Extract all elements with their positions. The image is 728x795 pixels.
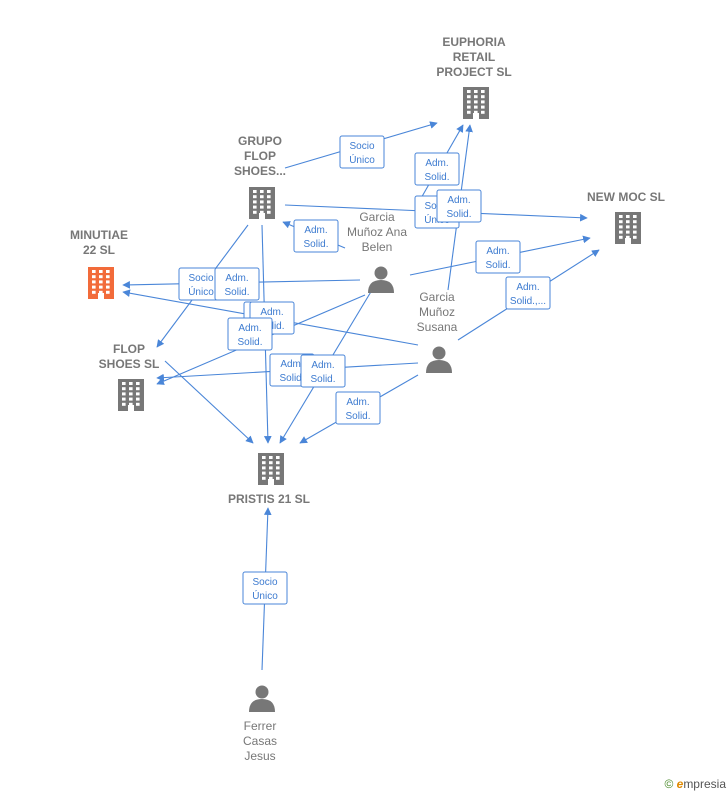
node-label: FLOP — [113, 342, 145, 356]
relation-label-text: Socio — [349, 141, 374, 152]
copyright-icon: © — [664, 777, 674, 791]
relation-label[interactable]: Adm. Solid. — [436, 189, 482, 223]
node-label: SHOES... — [234, 164, 286, 178]
node-label: EUPHORIA — [442, 35, 506, 49]
relation-label-box — [227, 317, 273, 351]
node-grupo[interactable]: GRUPOFLOPSHOES... — [234, 134, 286, 219]
relation-label-text: Solid. — [424, 172, 449, 183]
relation-label-box — [505, 276, 551, 310]
relation-label[interactable]: Adm. Solid. — [293, 219, 339, 253]
relation-label-box — [436, 189, 482, 223]
node-label: NEW MOC SL — [587, 190, 665, 204]
relation-label-text: Único — [349, 153, 375, 166]
relation-label[interactable]: Adm. Solid. — [414, 152, 460, 186]
relation-label-text: Solid. — [303, 239, 328, 250]
relation-label-text: Adm. — [311, 360, 334, 371]
relation-label-box — [242, 571, 288, 605]
node-label: 22 SL — [83, 243, 115, 257]
node-label: Jesus — [244, 749, 275, 763]
relation-label-text: Adm. — [516, 282, 539, 293]
node-label: Ferrer — [244, 719, 277, 733]
node-label: PRISTIS 21 SL — [228, 492, 310, 506]
building-icon — [615, 212, 641, 244]
relation-labels-layer: SocioÚnicoSocioÚnicoSocioÚnicoSocioÚnico… — [178, 135, 551, 605]
relation-label-box — [293, 219, 339, 253]
relation-label-box — [414, 152, 460, 186]
relation-label[interactable]: Adm. Solid. — [335, 391, 381, 425]
building-icon — [463, 87, 489, 119]
relation-label-text: Solid. — [446, 209, 471, 220]
relation-label[interactable]: Adm. Solid. — [300, 354, 346, 388]
relation-label-box — [214, 267, 260, 301]
node-newmoc[interactable]: NEW MOC SL — [587, 190, 665, 244]
node-label: SHOES SL — [99, 357, 160, 371]
relation-label-text: Adm. — [304, 225, 327, 236]
brand-watermark: © empresia — [664, 777, 726, 791]
relation-label-text: Único — [188, 285, 214, 298]
node-label: Belen — [362, 240, 393, 254]
relation-label-text: Adm. — [346, 397, 369, 408]
relation-label-text: Solid. — [279, 373, 304, 384]
brand-name: mpresia — [683, 777, 726, 791]
brand-initial: e — [676, 777, 684, 791]
node-label: Casas — [243, 734, 277, 748]
relation-label-text: Adm. — [260, 307, 283, 318]
building-icon — [118, 379, 144, 411]
relation-label-text: Adm. — [486, 246, 509, 257]
relation-label-text: Solid.,... — [510, 296, 546, 307]
node-label: Garcia — [359, 210, 395, 224]
person-icon — [426, 346, 452, 373]
relation-label-text: Adm. — [238, 323, 261, 334]
relation-label-text: Solid. — [310, 374, 335, 385]
relation-label-text: Solid. — [485, 260, 510, 271]
person-icon — [249, 685, 275, 712]
relation-label-text: Adm. — [447, 195, 470, 206]
node-label: PROJECT SL — [436, 65, 511, 79]
relation-label-text: Solid. — [345, 411, 370, 422]
relation-label-text: Adm. — [280, 359, 303, 370]
node-label: MINUTIAE — [70, 228, 128, 242]
relation-label-text: Socio — [252, 577, 277, 588]
relation-label-box — [475, 240, 521, 274]
relation-label-text: Solid. — [224, 287, 249, 298]
relation-label-text: Socio — [188, 273, 213, 284]
building-icon — [249, 187, 275, 219]
node-label: Garcia — [419, 290, 455, 304]
node-pristis[interactable]: PRISTIS 21 SL — [228, 453, 310, 506]
relation-label-text: Solid. — [237, 337, 262, 348]
relation-label-box — [300, 354, 346, 388]
node-label: RETAIL — [453, 50, 495, 64]
node-label: FLOP — [244, 149, 276, 163]
node-label: Susana — [417, 320, 458, 334]
relation-label[interactable]: Adm. Solid. — [475, 240, 521, 274]
relation-label-box — [335, 391, 381, 425]
node-label: Muñoz — [419, 305, 455, 319]
relation-label[interactable]: Adm. Solid.,... — [505, 276, 551, 310]
person-icon — [368, 266, 394, 293]
relation-label[interactable]: Adm. Solid. — [227, 317, 273, 351]
node-label: Muñoz Ana — [347, 225, 407, 239]
building-icon — [88, 267, 114, 299]
node-label: GRUPO — [238, 134, 282, 148]
relation-label-text: Adm. — [225, 273, 248, 284]
building-icon — [258, 453, 284, 485]
relation-label-text: Adm. — [425, 158, 448, 169]
relation-label-box — [339, 135, 385, 169]
relation-label[interactable]: Adm. Solid. — [214, 267, 260, 301]
relation-label-text: Único — [252, 589, 278, 602]
